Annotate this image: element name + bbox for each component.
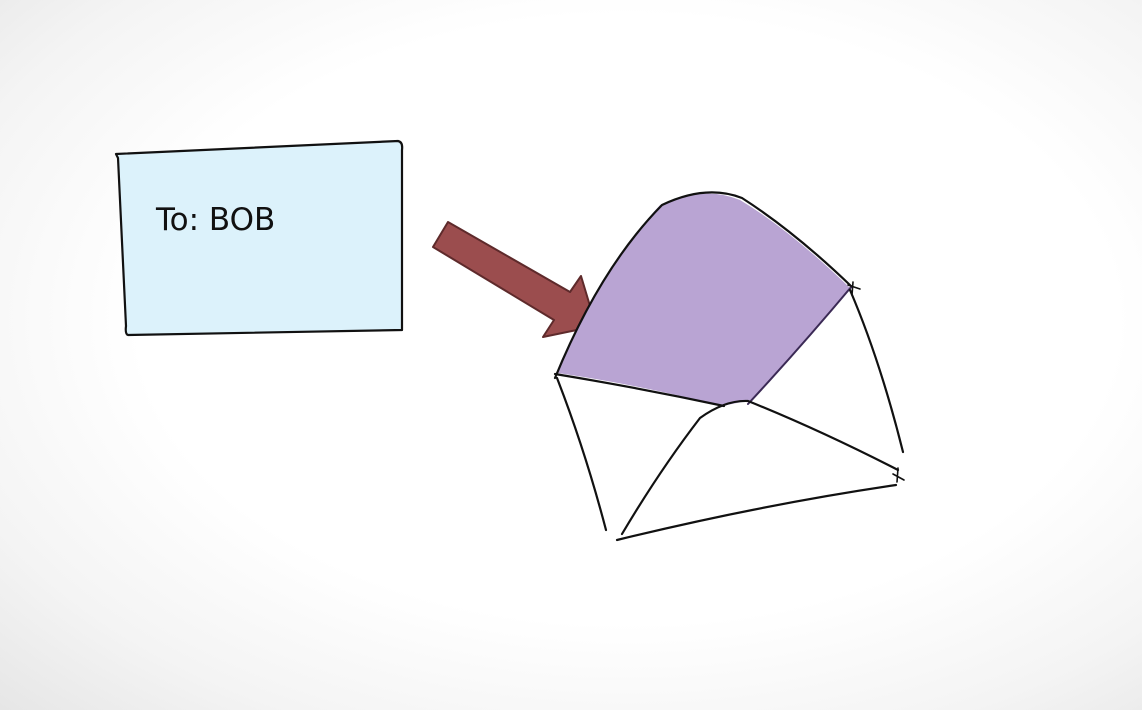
envelope-icon (553, 191, 905, 542)
address-card-body (114, 139, 404, 337)
arrow-icon (432, 221, 597, 338)
address-label: To: BOB (155, 202, 275, 238)
address-card: To: BOB (114, 139, 404, 337)
envelope-flap (558, 193, 850, 406)
